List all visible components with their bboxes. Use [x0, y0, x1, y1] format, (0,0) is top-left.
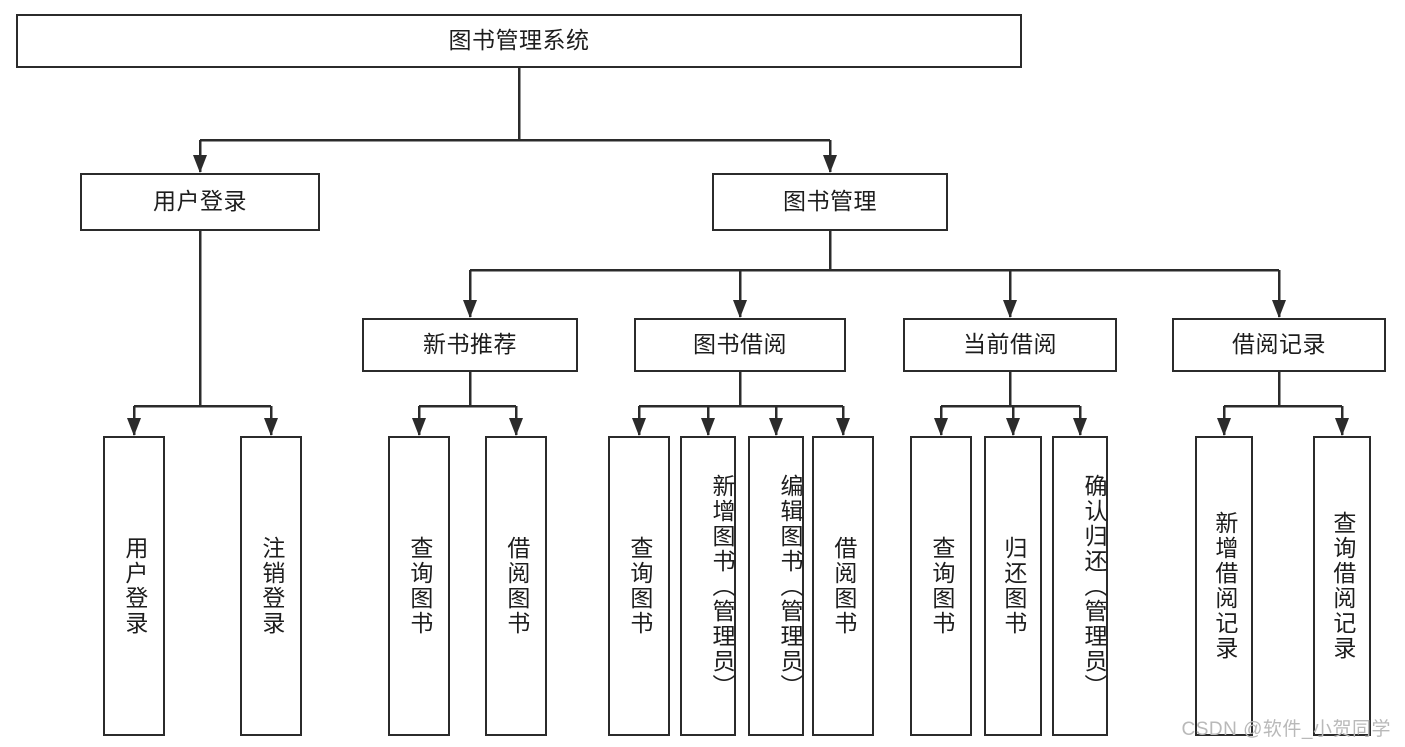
- node-current-borrow-label: 当前借阅: [963, 331, 1057, 358]
- leaf-record-query-label: 查询借阅记录: [1329, 511, 1356, 661]
- node-book-borrow[interactable]: 图书借阅: [634, 318, 846, 372]
- leaf-user-logout[interactable]: 注销登录: [240, 436, 302, 736]
- node-root-label: 图书管理系统: [448, 27, 590, 54]
- leaf-record-add[interactable]: 新增借阅记录: [1195, 436, 1253, 736]
- node-root[interactable]: 图书管理系统: [16, 14, 1022, 68]
- leaf-current-return-book[interactable]: 归还图书: [984, 436, 1042, 736]
- node-book-borrow-label: 图书借阅: [693, 331, 787, 358]
- leaf-current-confirm-return-label: 确认归还（管理员）: [1081, 473, 1107, 699]
- leaf-user-logout-label: 注销登录: [258, 536, 285, 636]
- node-new-book-recommend[interactable]: 新书推荐: [362, 318, 578, 372]
- leaf-borrow-edit-book-label: 编辑图书（管理员）: [777, 473, 803, 699]
- node-book-manage-label: 图书管理: [783, 188, 877, 215]
- node-user-login[interactable]: 用户登录: [80, 173, 320, 231]
- leaf-borrow-add-book-label: 新增图书（管理员）: [709, 473, 735, 699]
- leaf-record-add-label: 新增借阅记录: [1211, 511, 1238, 661]
- leaf-user-login-label: 用户登录: [121, 536, 148, 636]
- leaf-borrow-query-book[interactable]: 查询图书: [608, 436, 670, 736]
- leaf-borrow-borrow-book[interactable]: 借阅图书: [812, 436, 874, 736]
- node-current-borrow[interactable]: 当前借阅: [903, 318, 1117, 372]
- leaf-current-confirm-return[interactable]: 确认归还（管理员）: [1052, 436, 1108, 736]
- node-borrow-record[interactable]: 借阅记录: [1172, 318, 1386, 372]
- leaf-current-return-book-label: 归还图书: [1000, 536, 1027, 636]
- node-new-book-recommend-label: 新书推荐: [423, 331, 517, 358]
- leaf-record-query[interactable]: 查询借阅记录: [1313, 436, 1371, 736]
- leaf-recommend-query-book[interactable]: 查询图书: [388, 436, 450, 736]
- leaf-borrow-add-book[interactable]: 新增图书（管理员）: [680, 436, 736, 736]
- leaf-user-login[interactable]: 用户登录: [103, 436, 165, 736]
- leaf-recommend-borrow-book[interactable]: 借阅图书: [485, 436, 547, 736]
- leaf-current-query-book-label: 查询图书: [928, 536, 955, 636]
- leaf-borrow-borrow-book-label: 借阅图书: [830, 536, 857, 636]
- leaf-borrow-query-book-label: 查询图书: [626, 536, 653, 636]
- node-user-login-label: 用户登录: [153, 188, 247, 215]
- leaf-current-query-book[interactable]: 查询图书: [910, 436, 972, 736]
- watermark: CSDN @软件_小贺同学: [1181, 719, 1391, 740]
- leaf-recommend-query-book-label: 查询图书: [406, 536, 433, 636]
- node-book-manage[interactable]: 图书管理: [712, 173, 948, 231]
- leaf-recommend-borrow-book-label: 借阅图书: [503, 536, 530, 636]
- node-borrow-record-label: 借阅记录: [1232, 331, 1326, 358]
- leaf-borrow-edit-book[interactable]: 编辑图书（管理员）: [748, 436, 804, 736]
